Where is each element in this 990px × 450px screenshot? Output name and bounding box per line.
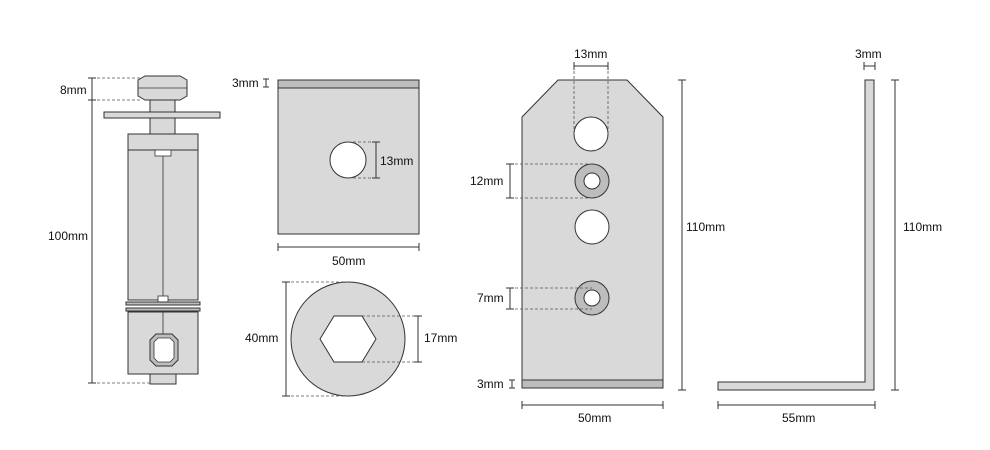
side-height-label: 110mm bbox=[903, 220, 942, 234]
hex-socket bbox=[319, 315, 377, 363]
nut-diameter-label: 40mm bbox=[245, 331, 278, 345]
anchor-bolt: 8mm 100mm bbox=[48, 75, 221, 385]
bracket-12mm-label: 12mm bbox=[470, 174, 503, 188]
plate-hole-label: 13mm bbox=[380, 154, 413, 168]
square-plate: 13mm 3mm 50mm bbox=[232, 76, 420, 268]
bracket-height-label: 110mm bbox=[686, 220, 725, 234]
side-thickness-label: 3mm bbox=[855, 47, 882, 61]
nut-hex-label: 17mm bbox=[424, 331, 457, 345]
bracket-thickness-label: 3mm bbox=[477, 377, 504, 391]
round-nut: 40mm 17mm bbox=[245, 281, 457, 397]
bolt-tip bbox=[149, 373, 177, 385]
bracket-7mm-label: 7mm bbox=[477, 291, 504, 305]
plate-thickness-label: 3mm bbox=[232, 76, 259, 90]
bracket-upper-small-hole bbox=[583, 172, 601, 190]
bracket-front: 13mm 12mm 7mm 3mm 110mm 50mm bbox=[470, 47, 725, 425]
plate-hole bbox=[329, 141, 367, 179]
bracket-top-hole-label: 13mm bbox=[574, 47, 607, 61]
bolt-cone bbox=[127, 133, 199, 151]
plate-width-label: 50mm bbox=[332, 254, 365, 268]
bolt-length-label: 100mm bbox=[48, 229, 88, 243]
bracket-lower-small-hole bbox=[583, 289, 601, 307]
bolt-head-height-label: 8mm bbox=[60, 83, 87, 97]
bracket-top-hole bbox=[573, 116, 609, 152]
bracket-side: 3mm 110mm 55mm bbox=[717, 47, 942, 425]
side-leg-label: 55mm bbox=[782, 411, 815, 425]
bracket-width-label: 50mm bbox=[578, 411, 611, 425]
bolt-washer bbox=[103, 111, 221, 119]
